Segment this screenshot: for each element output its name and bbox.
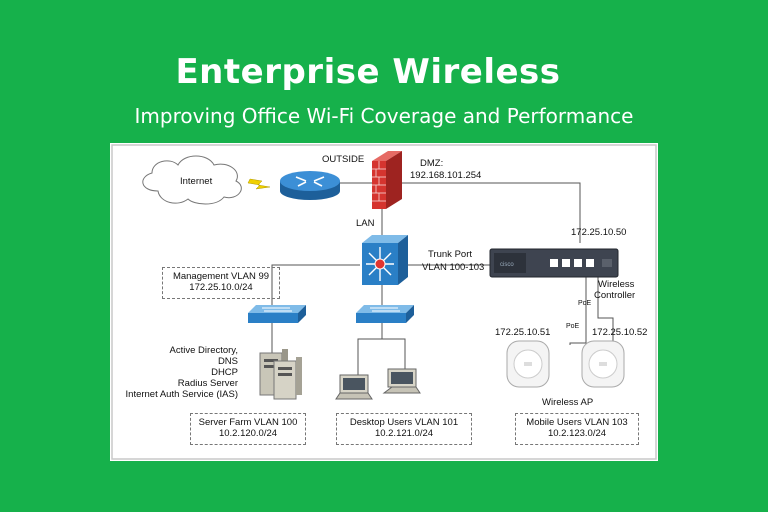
controller-label-line1: Wireless: [598, 279, 635, 290]
server-farm-vlan-subnet: 10.2.120.0/24: [218, 428, 278, 439]
svg-text:cisco: cisco: [500, 262, 514, 268]
wireless-controller-icon: cisco: [489, 248, 619, 278]
management-vlan-box: Management VLAN 99 172.25.10.0/24: [162, 267, 280, 299]
internet-label: Internet: [180, 176, 213, 187]
mobile-users-vlan-name: Mobile Users VLAN 103: [526, 417, 628, 428]
network-diagram: cisco: [110, 143, 658, 461]
controller-ip: 172.25.10.50: [571, 227, 627, 238]
desktop-users-vlan-name: Desktop Users VLAN 101: [349, 417, 459, 428]
ap2-ip: 172.25.10.52: [592, 327, 648, 338]
server-farm-vlan-name: Server Farm VLAN 100: [198, 417, 298, 428]
router-icon: [280, 171, 340, 200]
dmz-label: DMZ:: [420, 158, 444, 169]
service-item: DNS: [217, 356, 238, 367]
diagram-graphics: cisco: [111, 144, 657, 460]
poe-label-1: PoE: [578, 300, 592, 307]
mobile-users-vlan-box: Mobile Users VLAN 103 10.2.123.0/24: [515, 413, 639, 445]
dmz-ip: 192.168.101.254: [410, 170, 482, 181]
diagram-border: [111, 144, 657, 460]
desktop-users-vlan-subnet: 10.2.121.0/24: [374, 428, 434, 439]
server-services-list: Active Directory, DNS DHCP Radius Server…: [124, 345, 238, 400]
management-vlan-name: Management VLAN 99: [172, 271, 270, 282]
core-switch-icon: [362, 235, 408, 285]
access-switch-icon: [248, 305, 306, 323]
server-farm-vlan-box: Server Farm VLAN 100 10.2.120.0/24: [190, 413, 306, 445]
service-item: Radius Server: [177, 378, 238, 389]
wireless-ap-label: Wireless AP: [542, 397, 594, 408]
server-icon: [273, 357, 302, 400]
service-item: Internet Auth Service (IAS): [125, 389, 238, 400]
page-subtitle: Improving Office Wi-Fi Coverage and Perf…: [134, 104, 634, 128]
access-point-icon: [506, 340, 550, 388]
poe-label-2: PoE: [566, 323, 580, 330]
desktop-pc-icon: [335, 374, 373, 400]
access-switch-icon: [356, 305, 414, 323]
trunk-port-label: Trunk Port: [428, 249, 472, 260]
outside-label: OUTSIDE: [322, 154, 365, 165]
lightning-icon: [247, 178, 271, 190]
service-item: Active Directory,: [169, 345, 238, 356]
lan-label: LAN: [356, 218, 375, 229]
controller-label-line2: Controller: [594, 290, 636, 301]
trunk-vlans-label: VLAN 100-103: [422, 262, 485, 273]
desktop-pc-icon: [382, 368, 421, 394]
page-title: Enterprise Wireless: [175, 52, 561, 92]
firewall-icon: [372, 151, 402, 209]
internet-cloud-icon: [142, 155, 242, 205]
desktop-users-vlan-box: Desktop Users VLAN 101 10.2.121.0/24: [336, 413, 472, 445]
service-item: DHCP: [211, 367, 238, 378]
ap1-ip: 172.25.10.51: [495, 327, 551, 338]
access-point-icon: [581, 340, 625, 388]
mobile-users-vlan-subnet: 10.2.123.0/24: [547, 428, 607, 439]
connection-lines: [271, 182, 614, 375]
management-vlan-subnet: 172.25.10.0/24: [189, 282, 253, 293]
